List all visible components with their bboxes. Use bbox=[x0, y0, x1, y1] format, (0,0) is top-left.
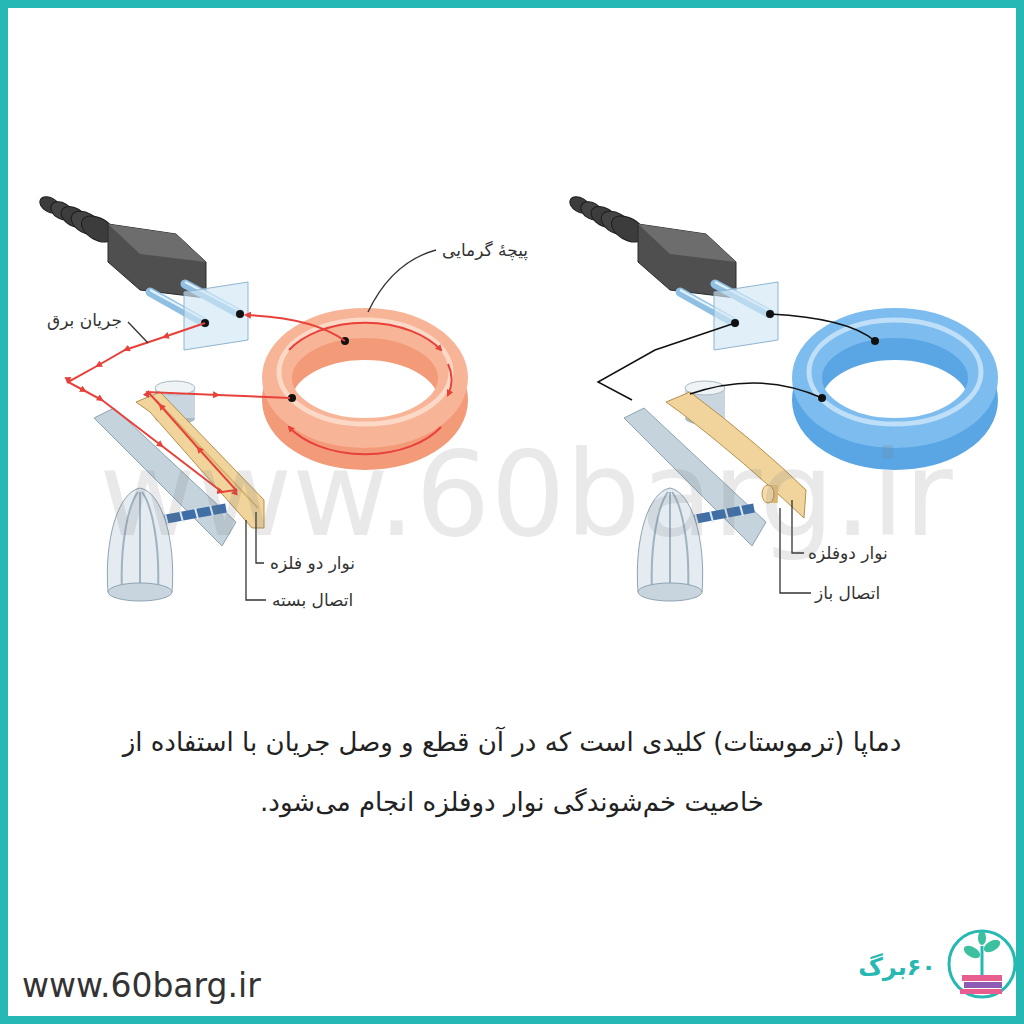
plug-body-part bbox=[638, 224, 736, 262]
site-logo-part bbox=[962, 943, 983, 961]
logo-text: ۶۰برگ bbox=[858, 952, 936, 983]
part-label: پیچهٔ گرمایی bbox=[442, 239, 528, 261]
site-logo-part bbox=[949, 931, 1015, 997]
wiring bbox=[598, 314, 875, 400]
part-label: نوار دو فلزه bbox=[270, 552, 355, 574]
control-knob-part bbox=[652, 492, 668, 590]
watermark: www.60barg.ir bbox=[14, 418, 1024, 571]
contact-point bbox=[762, 485, 778, 503]
label-anchor: نوار دوفلزه bbox=[808, 542, 888, 564]
adjust-screw-part bbox=[210, 505, 213, 516]
leader-lines bbox=[780, 500, 811, 593]
terminal-plate bbox=[714, 282, 778, 350]
control-knob-part bbox=[108, 583, 172, 601]
site-logo bbox=[949, 931, 1015, 997]
adjust-screw-part bbox=[180, 511, 183, 522]
heating-coil bbox=[807, 320, 983, 455]
current-path-part bbox=[68, 323, 290, 492]
part-label: نوار دوفلزه bbox=[808, 542, 888, 564]
label-anchor: جریان برق bbox=[47, 309, 122, 331]
leader-lines-part bbox=[780, 508, 811, 593]
control-knob-part bbox=[142, 492, 158, 590]
wiring-part bbox=[598, 323, 735, 400]
site-logo-part bbox=[978, 931, 986, 945]
current-label: جریان برق bbox=[47, 309, 122, 331]
heating-coil-part bbox=[277, 323, 453, 433]
plug-cable bbox=[37, 193, 119, 247]
part-label: اتصال بسته bbox=[272, 589, 353, 611]
current-path-part bbox=[448, 364, 452, 395]
adjust-screw-part bbox=[725, 508, 728, 519]
current-path bbox=[68, 315, 452, 492]
wiring-part bbox=[690, 383, 822, 398]
leader-lines-part bbox=[246, 520, 266, 600]
leader-lines bbox=[128, 250, 436, 600]
adjust-screw-part bbox=[710, 511, 713, 522]
caption: دماپا (ترموستات) کلیدی است که در آن قطع … bbox=[82, 712, 942, 832]
control-knob-part bbox=[638, 583, 702, 601]
thermostat-closed bbox=[37, 193, 453, 601]
plug-body-part bbox=[108, 224, 206, 262]
leader-lines-part bbox=[792, 500, 804, 553]
site-logo-part bbox=[962, 975, 1002, 981]
site-url: www.60barg.ir bbox=[22, 964, 261, 1007]
terminal-dot bbox=[236, 310, 244, 318]
label-anchor: www.60barg.ir bbox=[22, 964, 261, 1007]
bimetal-strip bbox=[666, 392, 806, 518]
label-anchor: اتصال باز bbox=[815, 582, 880, 604]
heating-coil-part bbox=[279, 320, 451, 424]
page-frame bbox=[4, 4, 1020, 1020]
heating-coil-part bbox=[807, 323, 983, 433]
label-anchor: پیچهٔ گرمایی bbox=[442, 239, 528, 261]
control-knob bbox=[107, 488, 172, 601]
plug-cable bbox=[567, 193, 649, 247]
contact-point-part bbox=[762, 485, 774, 503]
control-knob-part bbox=[122, 492, 138, 590]
site-logo-part bbox=[981, 946, 984, 975]
leader-lines-part bbox=[128, 322, 148, 343]
control-knob-part bbox=[669, 492, 671, 592]
plug-and-parts bbox=[567, 193, 983, 601]
site-logo-part bbox=[964, 982, 1002, 988]
adjust-screw-part bbox=[740, 505, 743, 516]
current-path-part bbox=[289, 323, 441, 350]
leader-lines-part bbox=[256, 512, 264, 563]
thermostat-open bbox=[567, 193, 983, 601]
terminal-plate bbox=[184, 282, 248, 350]
wiring-part bbox=[770, 314, 875, 341]
adjust-screw-part bbox=[195, 508, 198, 519]
label-anchor: اتصال بسته bbox=[272, 589, 353, 611]
part-label: اتصال باز bbox=[815, 582, 880, 604]
current-path-part bbox=[289, 427, 441, 454]
label-anchor: www.60barg.ir bbox=[14, 418, 1024, 571]
heating-coil-part bbox=[809, 320, 981, 424]
control-knob-part bbox=[139, 492, 141, 592]
caption-anchor: دماپا (ترموستات) کلیدی است که در آن قطع … bbox=[82, 712, 942, 832]
heating-coil bbox=[277, 320, 453, 455]
control-knob-part bbox=[672, 492, 688, 590]
leader-lines-part bbox=[368, 250, 436, 312]
label-anchor: ۶۰برگ bbox=[858, 952, 936, 983]
control-knob-part bbox=[637, 488, 702, 592]
control-knob bbox=[637, 488, 702, 601]
label-anchor: نوار دو فلزه bbox=[270, 552, 355, 574]
site-logo-part bbox=[960, 989, 1002, 994]
control-knob-part bbox=[107, 488, 172, 592]
